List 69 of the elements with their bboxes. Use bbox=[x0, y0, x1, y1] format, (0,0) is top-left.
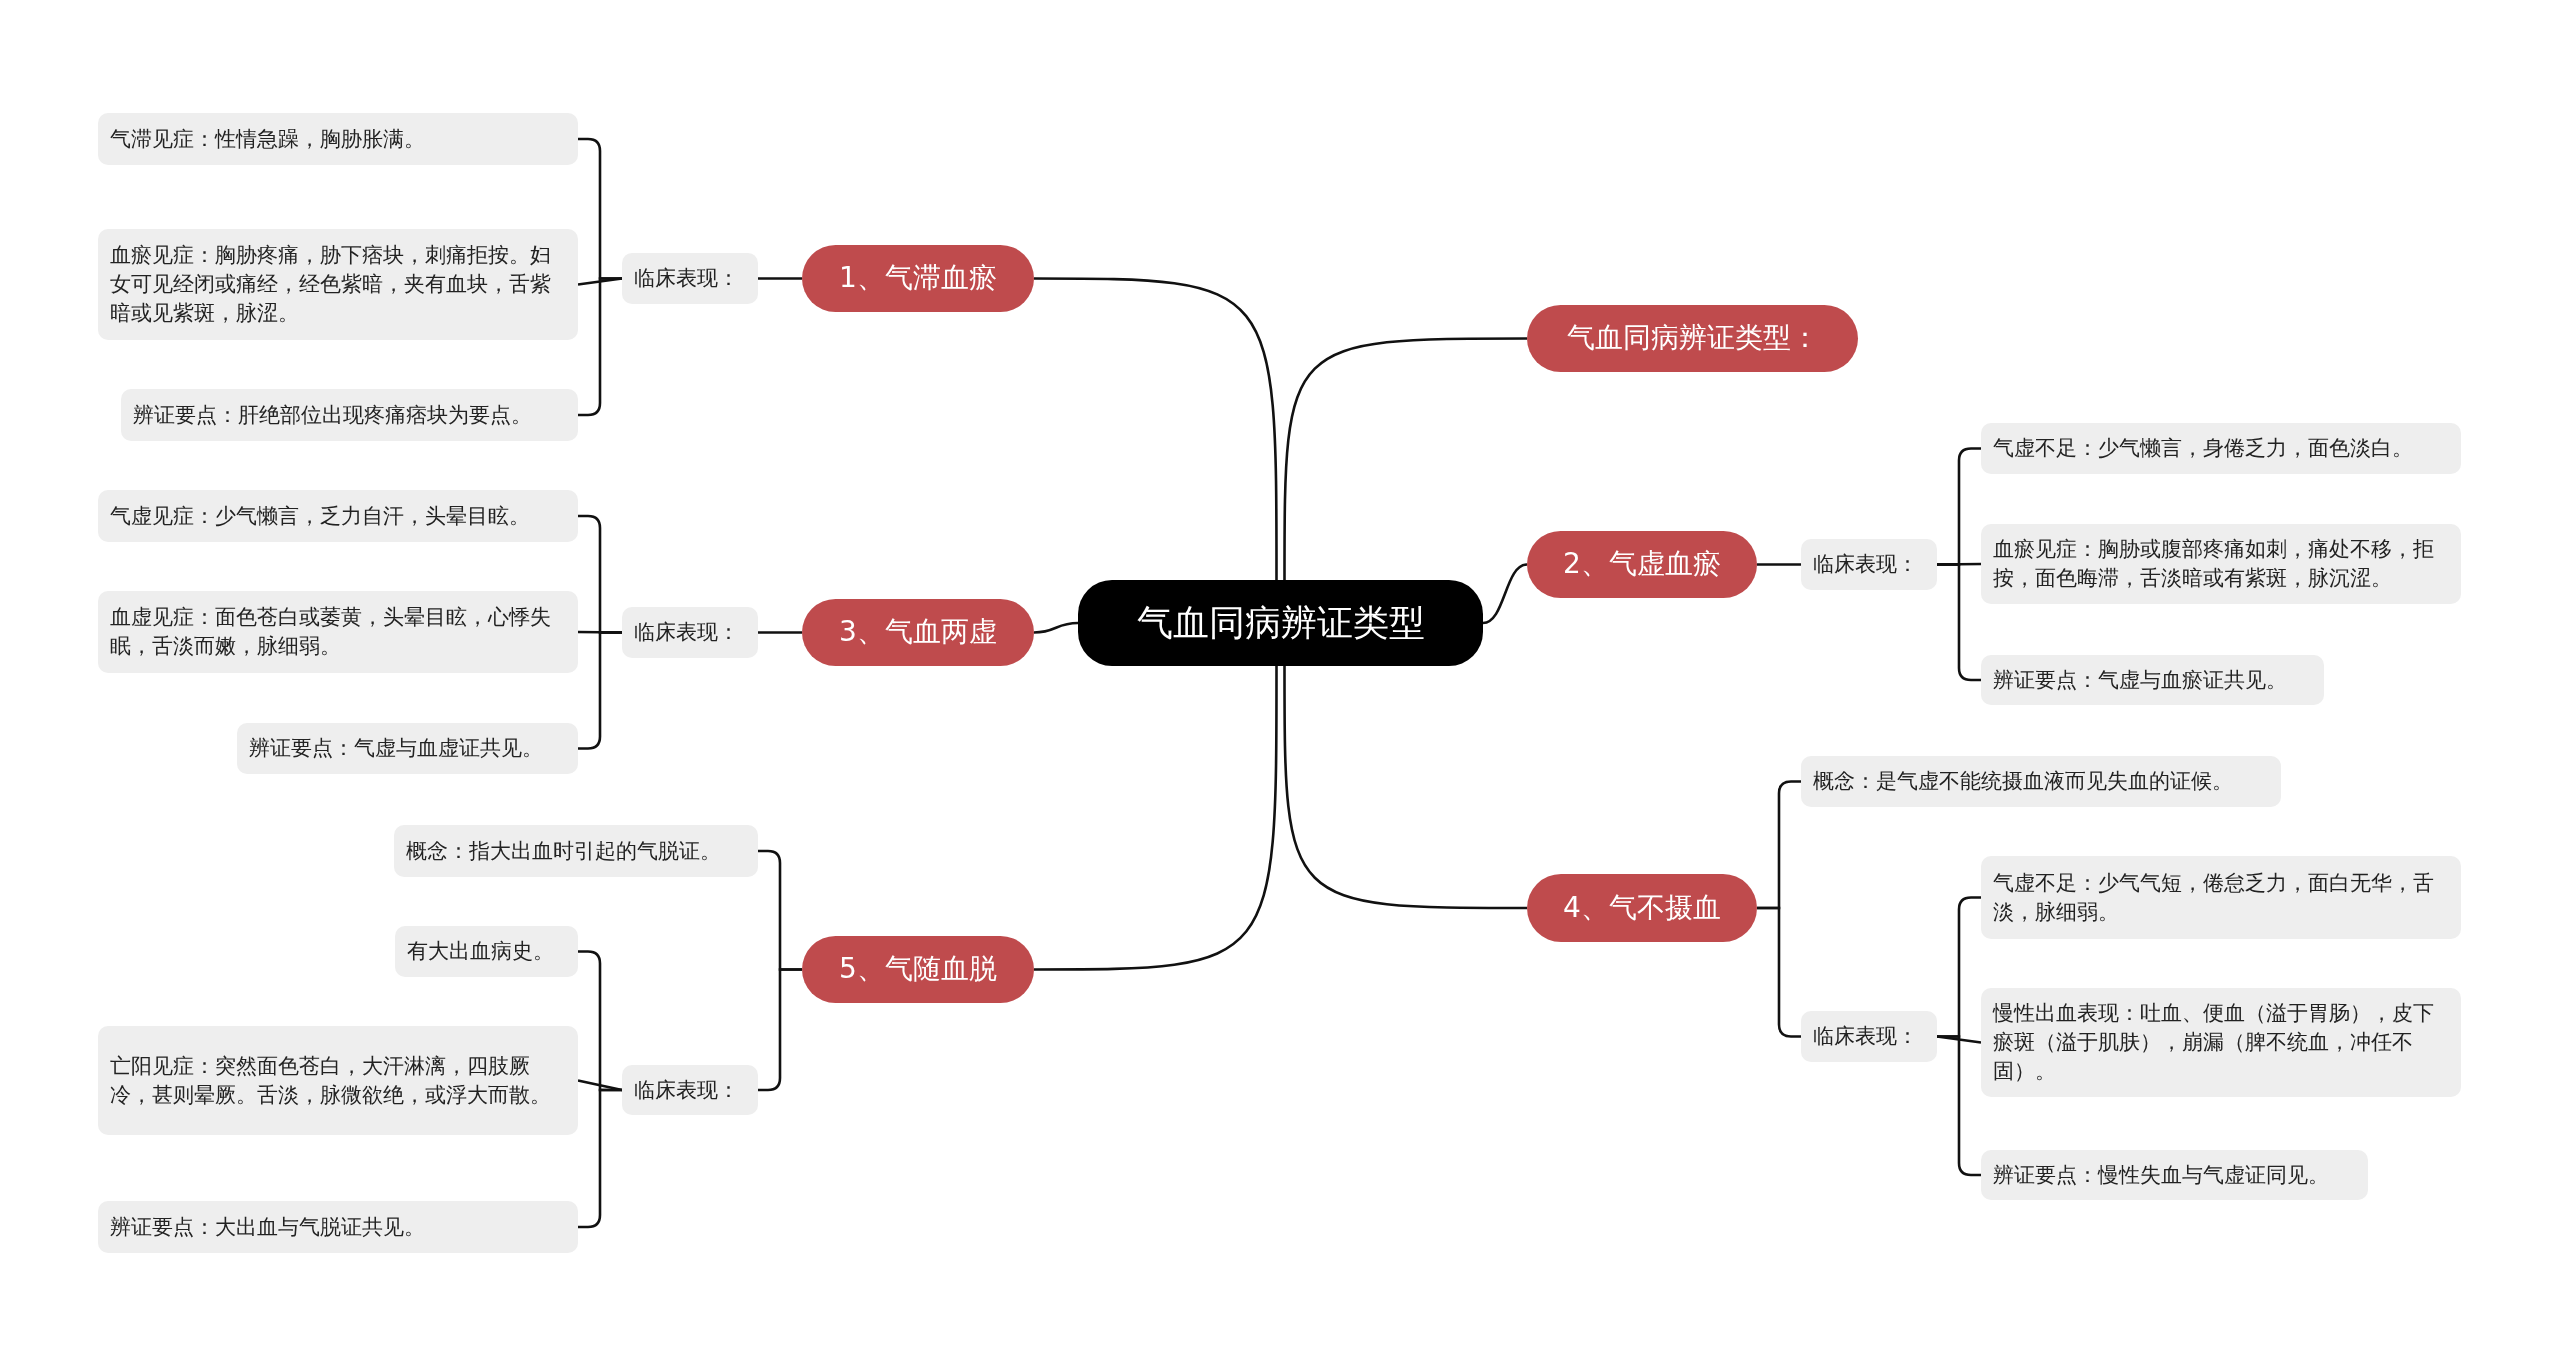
subtopic-box bbox=[1981, 423, 2461, 474]
topic-text: 辨证要点：肝绝部位出现疼痛痞块为要点。 bbox=[133, 401, 532, 429]
connector-line bbox=[1283, 337, 1527, 580]
topic-text: 血瘀见症：胸胁或腹部疼痛如刺，痛处不移，拒按，面色晦滞，舌淡暗或有紫斑，脉沉涩。 bbox=[1993, 536, 2435, 592]
subtopic-box bbox=[622, 607, 758, 658]
topic-text: 气虚不足：少气气短，倦怠乏力，面白无华，舌淡，脉细弱。 bbox=[1993, 869, 2435, 926]
topic-text: 1、气滞血瘀 bbox=[839, 260, 997, 297]
topic-text: 气滞见症：性情急躁，胸胁胀满。 bbox=[110, 125, 425, 153]
topic-text: 4、气不摄血 bbox=[1563, 889, 1721, 926]
connector-line bbox=[1937, 563, 1981, 682]
topic-text: 气虚见症：少气懒言，乏力自汗，头晕目眩。 bbox=[110, 502, 530, 530]
topic-text: 概念：指大出血时引起的气脱证。 bbox=[406, 837, 721, 865]
subtopic-box bbox=[395, 926, 578, 977]
subtopic-box bbox=[1801, 539, 1937, 590]
subtopic-box bbox=[98, 229, 578, 340]
connector-line bbox=[1757, 906, 1801, 1038]
topic-text: 5、气随血脱 bbox=[839, 951, 997, 988]
subtopic-box bbox=[98, 1201, 578, 1253]
connector-line bbox=[758, 277, 802, 280]
topic-text: 概念：是气虚不能统摄血液而见失血的证候。 bbox=[1813, 768, 2233, 795]
topic-text: 气血同病辨证类型： bbox=[1566, 320, 1819, 357]
topic-text: 气血同病辨证类型 bbox=[1136, 601, 1425, 646]
subtopic-box bbox=[1801, 1011, 1937, 1062]
connector-line bbox=[1283, 666, 1527, 910]
topic-text: 辨证要点：气虚与血虚证共见。 bbox=[249, 735, 543, 762]
connector-line bbox=[1034, 277, 1278, 580]
topic-text: 3、气血两虚 bbox=[839, 614, 997, 651]
connector-line bbox=[1482, 563, 1528, 625]
topic-text: 血虚见症：面色苍白或萎黄，头晕目眩，心悸失眠，舌淡而嫩，脉细弱。 bbox=[110, 604, 552, 660]
topic-text: 辨证要点：气虚与血瘀证共见。 bbox=[1993, 666, 2287, 694]
topic-text: 有大出血病史。 bbox=[407, 938, 554, 965]
connector-line bbox=[1034, 666, 1278, 971]
topic-text: 亡阳见症：突然面色苍白，大汗淋漓，四肢厥冷，甚则晕厥。舌淡，脉微欲绝，或浮大而散。 bbox=[110, 1052, 552, 1109]
topic-text: 2、气虚血瘀 bbox=[1563, 546, 1721, 583]
central-topic bbox=[1078, 580, 1483, 666]
connector-line bbox=[758, 968, 802, 1092]
subtopic-box bbox=[1981, 988, 2461, 1097]
connector-line bbox=[578, 277, 622, 417]
subtopic-box bbox=[98, 591, 578, 673]
topic-text: 临床表现： bbox=[634, 1076, 739, 1104]
subtopic-box bbox=[622, 1065, 758, 1115]
topic-text: 临床表现： bbox=[634, 265, 739, 292]
connector-line bbox=[758, 631, 802, 634]
subtopic-box bbox=[98, 490, 578, 542]
topic-text: 临床表现： bbox=[1813, 551, 1918, 578]
topic-text: 慢性出血表现：吐血、便血（溢于胃肠），皮下瘀斑（溢于肌肤），崩漏（脾不统血，冲任不固）。 bbox=[1993, 1000, 2435, 1085]
subtopic-box bbox=[1981, 524, 2461, 604]
topic-text: 辨证要点：大出血与气脱证共见。 bbox=[110, 1213, 425, 1241]
topic-text: 临床表现： bbox=[634, 619, 739, 646]
topic-text: 辨证要点：慢性失血与气虚证同见。 bbox=[1993, 1161, 2329, 1189]
connector-line bbox=[1937, 1035, 1981, 1177]
subtopic-box bbox=[98, 1026, 578, 1135]
subtopic-box bbox=[622, 253, 758, 304]
connector-line bbox=[1757, 563, 1801, 566]
subtopic-box bbox=[394, 825, 758, 877]
subtopic-box bbox=[1981, 856, 2461, 939]
connector-line bbox=[577, 1079, 623, 1092]
subtopic-box bbox=[98, 113, 578, 165]
subtopic-box bbox=[1801, 756, 2281, 807]
connector-line bbox=[578, 631, 622, 750]
subtopic-box bbox=[237, 723, 578, 774]
subtopic-box bbox=[121, 389, 578, 441]
topic-text: 临床表现： bbox=[1813, 1023, 1918, 1050]
connector-line bbox=[1033, 621, 1079, 634]
topic-text: 气虚不足：少气懒言，身倦乏力，面色淡白。 bbox=[1993, 435, 2413, 462]
subtopic-box bbox=[1981, 655, 2324, 705]
topic-text: 血瘀见症：胸胁疼痛，胁下痞块，刺痛拒按。妇女可见经闭或痛经，经色紫暗，夹有血块，舌紫暗或见紫斑，脉涩。 bbox=[110, 242, 552, 327]
subtopic-box bbox=[1981, 1150, 2368, 1200]
connector-line bbox=[578, 1088, 622, 1229]
